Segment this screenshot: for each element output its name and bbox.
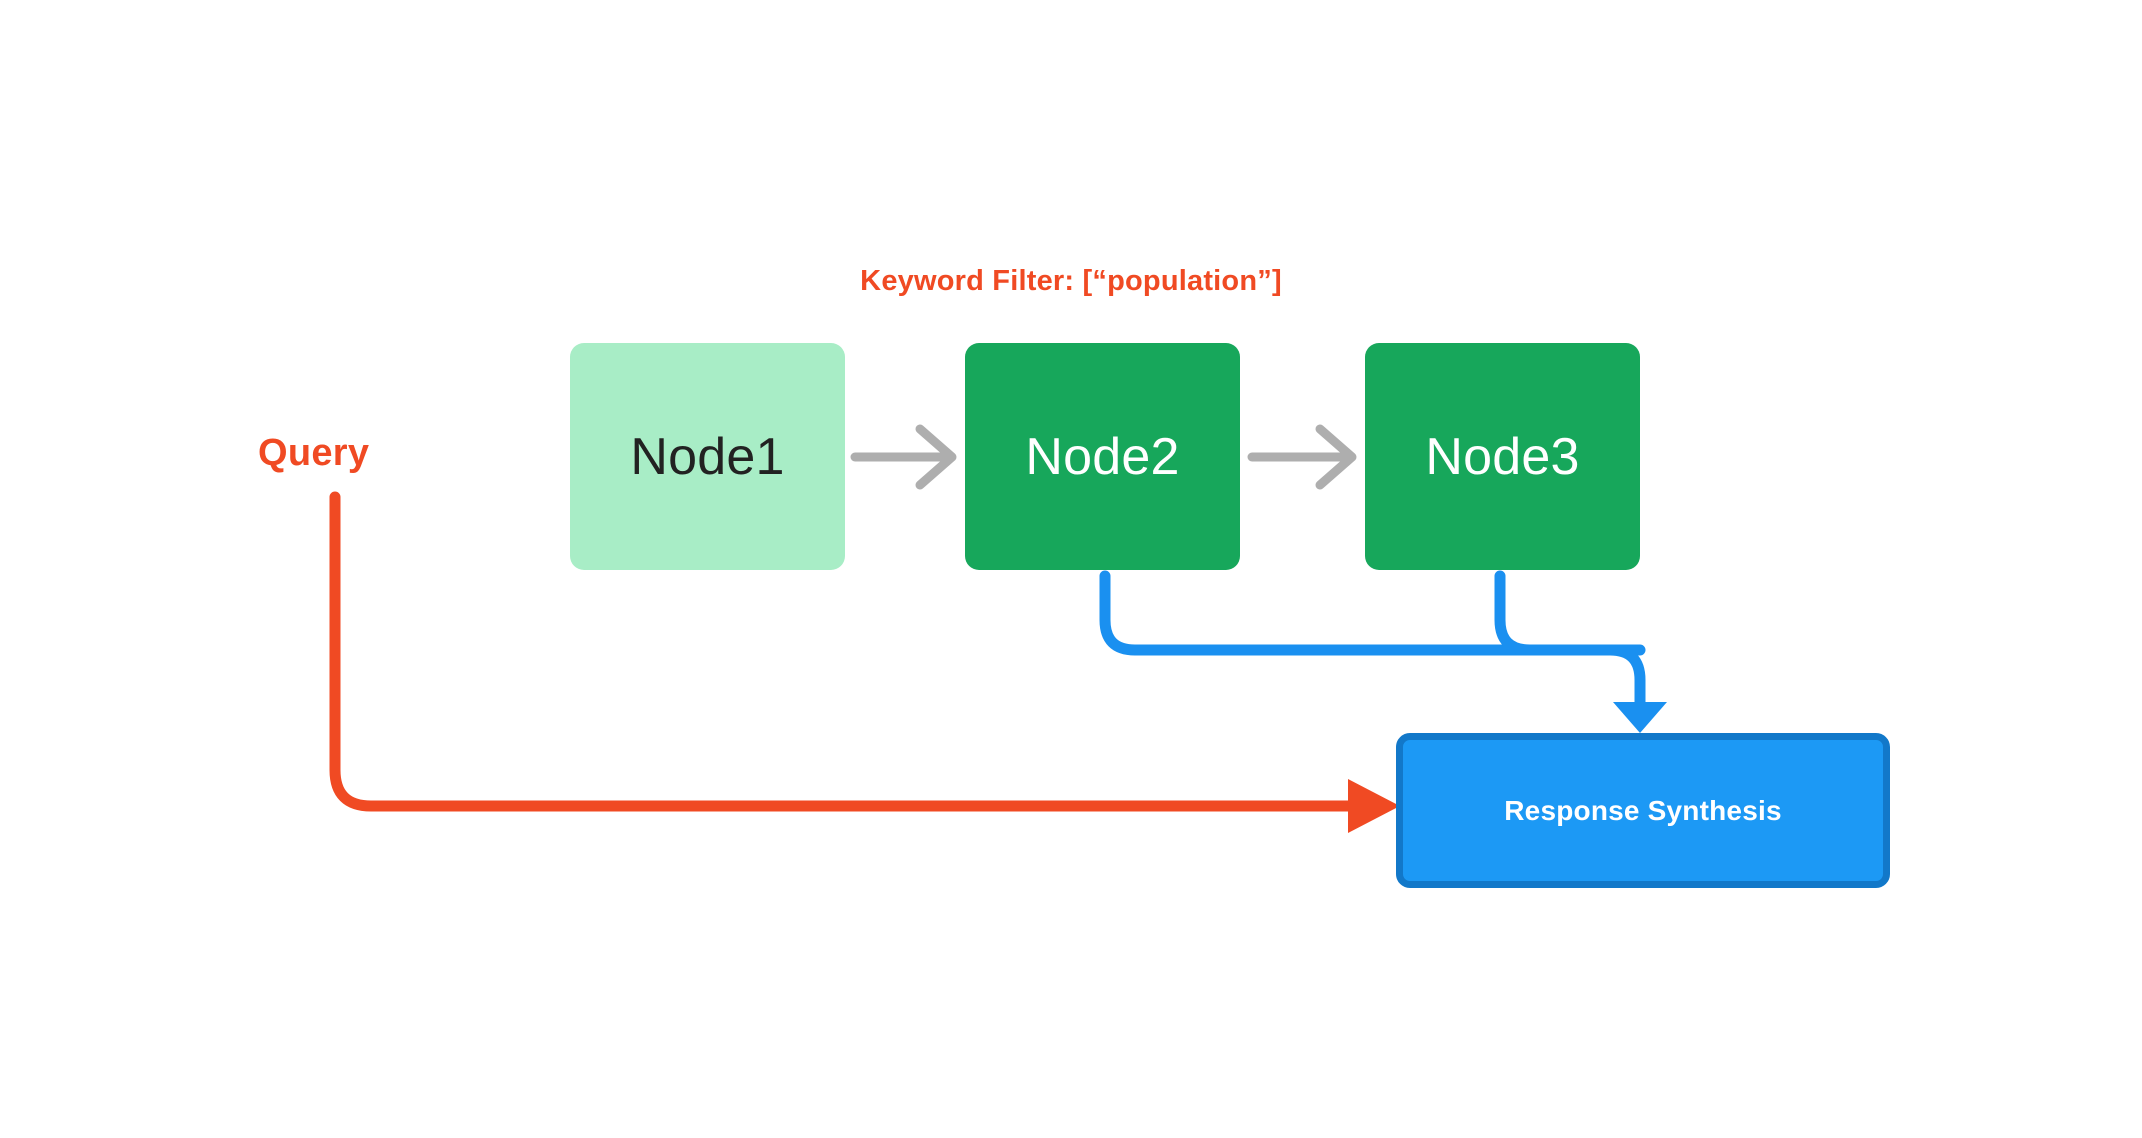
graph-node-node3[interactable]: Node3: [1365, 343, 1640, 570]
keyword-filter-title: Keyword Filter: [“population”]: [860, 265, 1282, 297]
edge-node3-response: [1494, 570, 1667, 733]
edge-node2-response: [1099, 570, 1646, 656]
graph-node-node1-label: Node1: [630, 427, 785, 486]
graph-node-node3-label: Node3: [1425, 427, 1580, 486]
edge-query-response: [329, 491, 1400, 833]
graph-node-node1[interactable]: Node1: [570, 343, 845, 570]
response-synthesis-box[interactable]: Response Synthesis: [1396, 733, 1890, 888]
edge-node1-node2: [850, 424, 957, 490]
graph-node-node2[interactable]: Node2: [965, 343, 1240, 570]
edge-node2-node3: [1247, 424, 1357, 490]
query-label: Query: [258, 432, 370, 474]
response-synthesis-label: Response Synthesis: [1504, 794, 1782, 826]
graph-node-node2-label: Node2: [1025, 427, 1180, 486]
